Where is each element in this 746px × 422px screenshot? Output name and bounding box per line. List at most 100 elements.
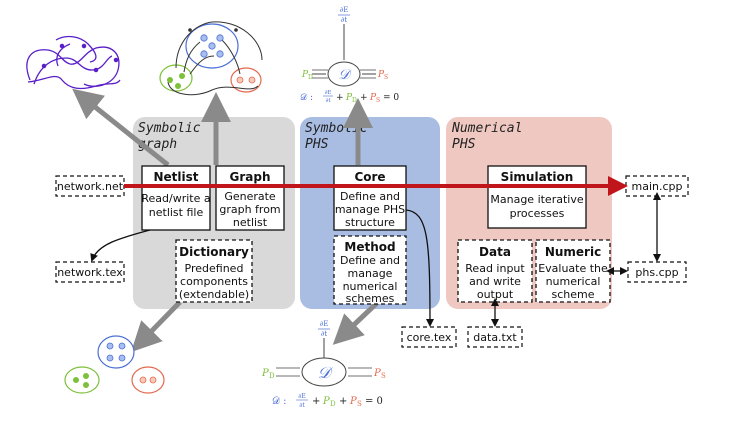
numeric-line1: Evaluate the <box>538 262 608 275</box>
symbolic-graph-title-1: Symbolic <box>138 121 201 136</box>
file-main-cpp-label: main.cpp <box>632 180 683 193</box>
top-eq-ps: P <box>369 93 377 103</box>
method-to-phs-arrow <box>332 300 380 345</box>
numeric-line3: scheme <box>551 288 594 301</box>
core-title: Core <box>354 170 385 184</box>
core-line3: structure <box>345 216 395 229</box>
dictionary-line1: Predefined <box>185 262 244 275</box>
file-network-net-label: network.net <box>57 180 124 193</box>
numeric-line2: numerical <box>546 275 601 288</box>
bottom-ps-sub: S <box>381 372 386 380</box>
netlist-to-network-arrow <box>72 88 170 167</box>
bottom-eq-ps: P <box>349 396 357 407</box>
symbolic-phs-title-2: PHS <box>305 137 329 152</box>
top-eq-de-den: ∂t <box>325 98 331 104</box>
numerical-phs-title-1: Numerical <box>451 121 522 136</box>
data-line2: and write <box>469 275 521 288</box>
bottom-eq-zero: = 0 <box>365 396 383 407</box>
graph-picture <box>159 21 263 96</box>
phs-symbol-bottom: ∂E ∂t 𝒟 P D P S 𝒟 : ∂E ∂t + P D + P S = … <box>261 320 386 409</box>
netlist-module: Netlist Read/write a netlist file <box>141 165 211 231</box>
simulation-module: Simulation Manage iterative processes <box>487 165 587 229</box>
method-line2: manage <box>348 267 393 280</box>
dictionary-title: Dictionary <box>179 245 249 259</box>
method-module: Method Define and manage numerical schem… <box>333 235 407 305</box>
data-line3: output <box>477 288 514 301</box>
file-data-txt-label: data.txt <box>473 331 517 344</box>
bottom-eq-plus1: + <box>312 396 320 407</box>
core-module: Core Define and manage PHS structure <box>333 165 407 231</box>
file-data-txt: data.txt <box>467 326 523 348</box>
file-main-cpp: main.cpp <box>625 175 689 197</box>
phs-symbol-top: ∂E ∂t 𝒟 P D P S 𝒟 : ∂E ∂t + P D + P S = … <box>300 6 399 104</box>
graph-line3: netlist <box>233 216 268 229</box>
top-pd: P <box>301 70 309 80</box>
top-de-num: ∂E <box>340 6 349 14</box>
top-eq-ps-sub: S <box>376 97 380 104</box>
bottom-ps: P <box>373 368 381 379</box>
top-d-symbol: 𝒟 <box>338 67 352 83</box>
symbolic-graph-panel <box>133 117 295 309</box>
dictionary-to-components-arrow <box>131 300 182 353</box>
network-picture <box>26 35 121 90</box>
simulation-line1: Manage iterative <box>490 193 583 206</box>
top-de-den: ∂t <box>341 16 348 24</box>
simulation-line2: processes <box>510 207 565 220</box>
graph-line2: graph from <box>219 203 280 216</box>
method-title: Method <box>344 240 395 254</box>
top-eq-prefix: 𝒟 : <box>300 93 313 103</box>
dictionary-module: Dictionary Predefined components (extend… <box>175 239 253 303</box>
file-core-tex-label: core.tex <box>407 331 452 344</box>
file-network-tex: network.tex <box>55 261 125 283</box>
top-eq-plus2: + <box>360 93 368 103</box>
top-ps-sub: S <box>384 74 388 81</box>
top-eq-pd: P <box>345 93 353 103</box>
graph-line1: Generate <box>224 190 276 203</box>
numeric-module: Numeric Evaluate the numerical scheme <box>535 239 611 303</box>
top-eq-de-num: ∂E <box>325 90 332 96</box>
bottom-eq-de-den: ∂t <box>299 402 305 409</box>
top-pd-sub: D <box>308 74 313 81</box>
netlist-title: Netlist <box>153 170 198 184</box>
simulation-title: Simulation <box>501 170 574 184</box>
bottom-eq-ps-sub: S <box>357 400 362 408</box>
dictionary-line2: components <box>180 275 248 288</box>
netlist-to-network-tex-connector <box>90 229 151 262</box>
graph-title: Graph <box>230 170 271 184</box>
bottom-de-den: ∂t <box>321 330 328 338</box>
core-to-core-tex-connector <box>405 209 434 327</box>
file-core-tex: core.tex <box>401 326 457 348</box>
dictionary-line3: (extendable) <box>179 288 249 301</box>
bottom-d-symbol: 𝒟 <box>318 363 334 382</box>
graph-module: Graph Generate graph from netlist <box>215 165 285 231</box>
top-eq-zero: = 0 <box>383 93 399 103</box>
method-line3: numerical <box>343 280 398 293</box>
top-ps: P <box>377 70 385 80</box>
bottom-de-num: ∂E <box>320 320 329 328</box>
file-phs-cpp: phs.cpp <box>627 261 687 283</box>
numerical-phs-title-2: PHS <box>452 137 476 152</box>
netlist-line2: netlist file <box>149 206 204 219</box>
core-line1: Define and <box>340 190 400 203</box>
file-network-net: network.net <box>55 175 125 197</box>
bottom-pd: P <box>261 368 269 379</box>
bottom-eq-pd-sub: D <box>330 400 336 408</box>
method-line1: Define and <box>340 254 400 267</box>
top-eq-plus1: + <box>336 93 344 103</box>
top-eq-pd-sub: D <box>352 97 357 104</box>
data-title: Data <box>479 245 511 259</box>
data-line1: Read input <box>465 262 525 275</box>
method-line4: schemes <box>346 292 395 305</box>
core-line2: manage PHS <box>335 203 405 216</box>
data-module: Data Read input and write output <box>457 239 533 303</box>
bottom-pd-sub: D <box>269 372 275 380</box>
bottom-eq-de-num: ∂E <box>298 393 305 400</box>
netlist-line1: Read/write a <box>141 192 210 205</box>
components-picture <box>64 335 165 394</box>
file-phs-cpp-label: phs.cpp <box>635 266 678 279</box>
bottom-eq-prefix: 𝒟 : <box>272 396 287 407</box>
bottom-eq-plus2: + <box>339 396 347 407</box>
file-network-tex-label: network.tex <box>57 266 123 279</box>
numeric-title: Numeric <box>545 245 601 259</box>
